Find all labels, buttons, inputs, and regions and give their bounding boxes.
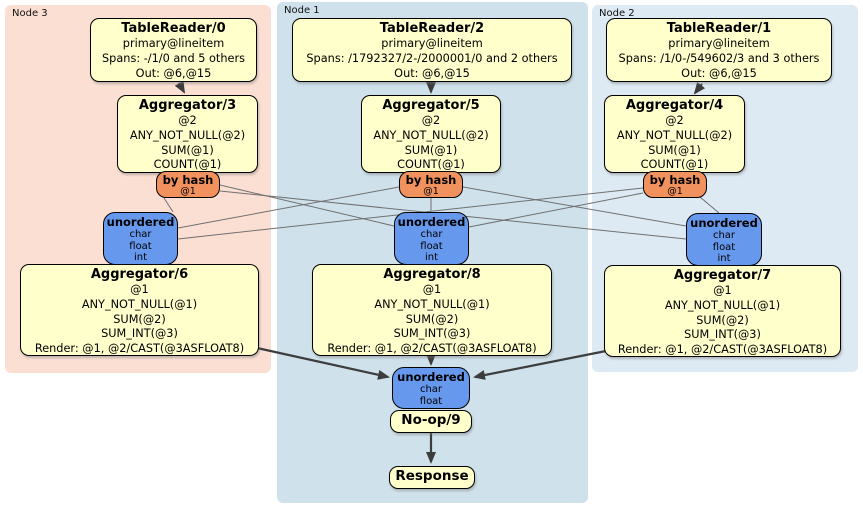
- processor-aggregator-6: Aggregator/6 @1 ANY_NOT_NULL(@1) SUM(@2)…: [20, 264, 259, 356]
- processor-tablereader-1: TableReader/1 primary@lineitem Spans: /1…: [606, 18, 832, 82]
- processor-title: No-op/9: [401, 412, 461, 428]
- processor-title: Aggregator/8: [383, 267, 481, 282]
- sync-unordered-7: unordered char float int: [686, 213, 762, 266]
- processor-title: TableReader/1: [666, 21, 772, 36]
- processor-title: TableReader/0: [121, 21, 226, 36]
- region-label-node2: Node 2: [599, 8, 635, 19]
- sync-unordered-final: unordered char float: [392, 367, 470, 409]
- processor-title: Aggregator/5: [382, 98, 480, 113]
- processor-aggregator-5: Aggregator/5 @2 ANY_NOT_NULL(@2) SUM(@1)…: [361, 95, 501, 173]
- router-by-hash-5: by hash @1: [399, 171, 463, 198]
- processor-response: Response: [389, 466, 475, 489]
- processor-noop-9: No-op/9: [390, 410, 472, 433]
- processor-title: TableReader/2: [379, 21, 485, 36]
- router-by-hash-4: by hash @1: [643, 171, 707, 198]
- processor-tablereader-2: TableReader/2 primary@lineitem Spans: /1…: [292, 18, 572, 82]
- processor-aggregator-8: Aggregator/8 @1 ANY_NOT_NULL(@1) SUM(@2)…: [312, 264, 552, 356]
- processor-tablereader-0: TableReader/0 primary@lineitem Spans: -/…: [90, 18, 257, 82]
- processor-aggregator-7: Aggregator/7 @1 ANY_NOT_NULL(@1) SUM(@2)…: [604, 265, 841, 357]
- region-label-node1: Node 1: [284, 5, 320, 16]
- processor-title: Aggregator/7: [673, 268, 772, 283]
- processor-title: Aggregator/4: [625, 98, 724, 113]
- processor-aggregator-3: Aggregator/3 @2 ANY_NOT_NULL(@2) SUM(@1)…: [117, 95, 258, 173]
- processor-aggregator-4: Aggregator/4 @2 ANY_NOT_NULL(@2) SUM(@1)…: [604, 95, 745, 173]
- region-label-node3: Node 3: [12, 8, 48, 19]
- processor-title: Aggregator/6: [90, 267, 189, 282]
- processor-title: Response: [395, 468, 469, 484]
- sync-unordered-8: unordered char float int: [394, 212, 469, 265]
- processor-title: Aggregator/3: [138, 98, 237, 113]
- sync-unordered-3: unordered char float int: [103, 212, 178, 265]
- router-by-hash-3: by hash @1: [156, 171, 220, 198]
